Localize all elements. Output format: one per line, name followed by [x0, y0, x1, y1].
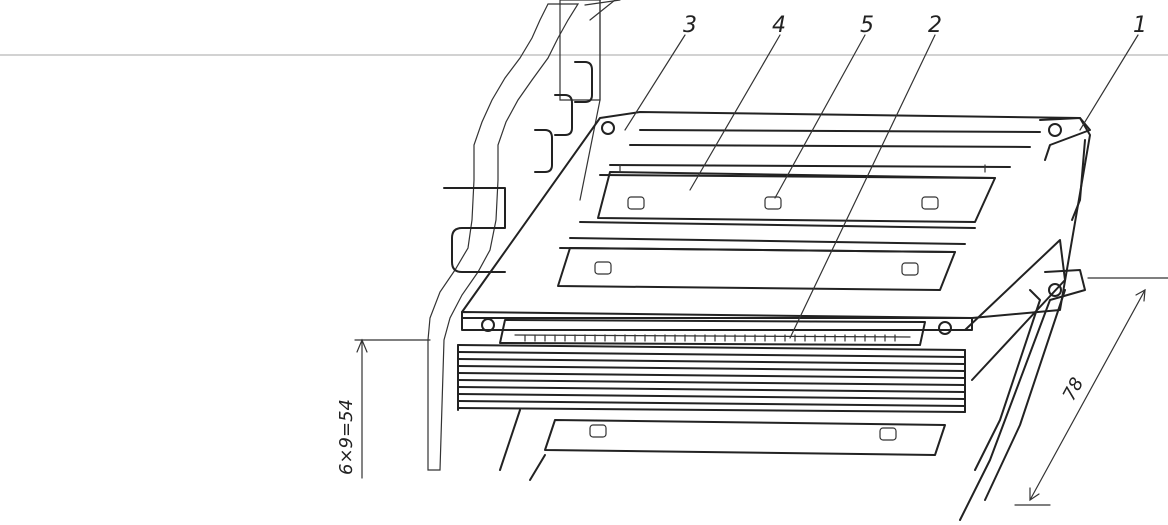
middle-rails [559, 221, 976, 253]
side-rail [959, 269, 1086, 521]
label-1: 1 [1133, 13, 1147, 38]
connector-teeth [524, 334, 896, 342]
board-upper [597, 164, 996, 223]
dimension-height: 6×9=54 [336, 399, 357, 475]
label-4: 4 [772, 13, 786, 38]
label-5: 5 [860, 13, 874, 38]
leader-lines [584, 0, 1139, 339]
label-3: 3 [683, 13, 697, 38]
dimension-length: 78 [1059, 374, 1088, 404]
upper-frame [461, 111, 1091, 319]
plate-stack [457, 239, 1066, 413]
wall-handles [443, 61, 593, 273]
board-lower [499, 409, 946, 481]
dimension-lines [354, 277, 1168, 506]
label-2: 2 [928, 13, 942, 38]
front-frame [461, 311, 973, 346]
board-middle [557, 247, 956, 291]
